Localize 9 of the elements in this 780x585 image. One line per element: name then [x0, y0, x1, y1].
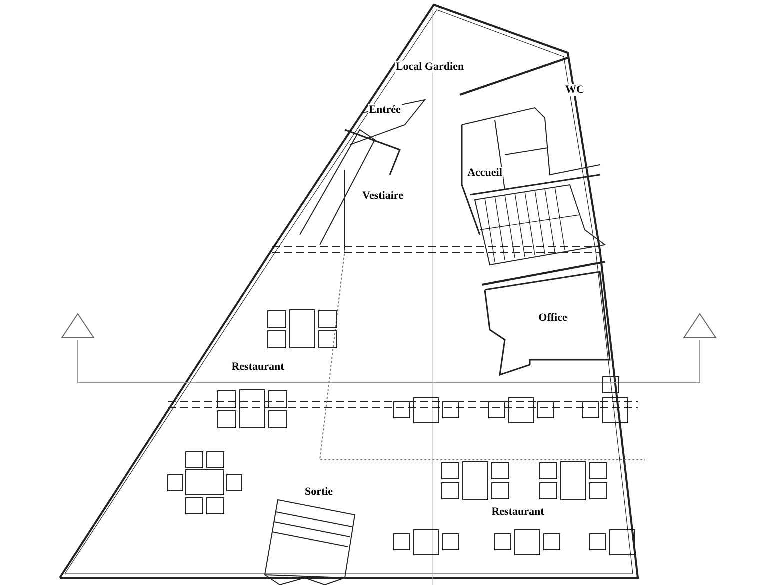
room-label: Entrée [368, 104, 402, 116]
room-label: Restaurant [230, 361, 286, 373]
room-label: Local Gardien [394, 61, 466, 73]
room-label: Vestiaire [362, 190, 404, 202]
room-label: Office [538, 312, 568, 324]
room-label: WC [564, 84, 586, 96]
room-label: Restaurant [490, 506, 546, 518]
room-label: Sortie [304, 486, 334, 498]
room-label: Accueil [466, 167, 504, 179]
